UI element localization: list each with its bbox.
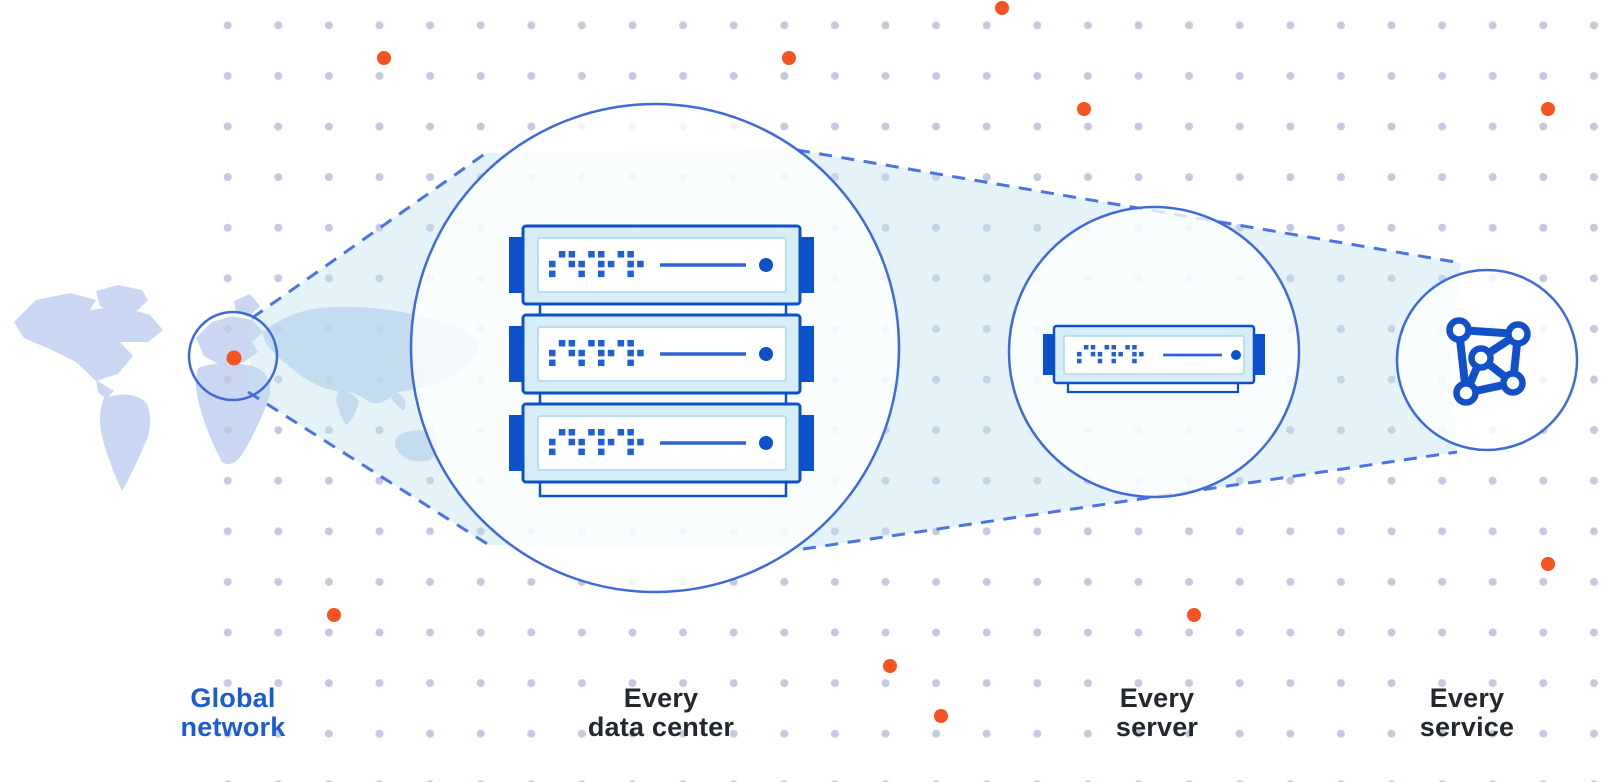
server-stack-icon <box>509 224 814 498</box>
server-power-dot <box>1231 350 1241 360</box>
server-power-dot <box>759 347 773 361</box>
accent-orange-dot <box>934 709 948 723</box>
label-line: Every <box>1119 683 1195 713</box>
accent-orange-dot <box>1187 608 1201 622</box>
network-node <box>1453 380 1479 406</box>
map-south-america <box>100 394 151 491</box>
accent-orange-dot <box>377 51 391 65</box>
label-line: Every <box>1429 683 1505 713</box>
server-unit-icon <box>509 402 814 484</box>
accent-dots <box>327 1 1555 723</box>
dashed-connectors <box>247 148 1462 551</box>
map-north-america <box>14 293 163 381</box>
label-every-service: Every service <box>1327 684 1607 742</box>
label-line: network <box>180 712 286 742</box>
server-side-tab <box>798 237 814 293</box>
accent-orange-dot <box>1077 102 1091 116</box>
server-unit-icon <box>509 224 814 306</box>
network-node <box>1468 345 1494 371</box>
server-led-matrix <box>549 251 644 278</box>
network-node <box>1505 321 1531 347</box>
dash-datacenter-to-service-bottom <box>802 450 1458 551</box>
map-central-america <box>96 380 114 399</box>
network-graph-icon <box>1446 317 1531 406</box>
label-every-data-center: Every data center <box>521 684 801 742</box>
network-node <box>1446 317 1472 343</box>
accent-orange-dot <box>1541 102 1555 116</box>
network-node <box>1500 370 1526 396</box>
server-side-tab <box>509 326 525 382</box>
location-dot-icon <box>226 350 242 366</box>
server-side-tab <box>798 415 814 471</box>
server-unit-icon <box>1043 324 1265 394</box>
server-side-tab <box>509 237 525 293</box>
label-line: service <box>1419 712 1515 742</box>
server-side-tab <box>798 326 814 382</box>
server-power-dot <box>759 258 773 272</box>
label-line: data center <box>587 712 735 742</box>
map-greenland <box>96 285 148 314</box>
accent-orange-dot <box>883 659 897 673</box>
accent-orange-dot <box>995 1 1009 15</box>
label-line: Every <box>623 683 699 713</box>
server-led-matrix <box>549 429 644 456</box>
label-global-network: Global network <box>93 684 373 742</box>
server-side-tab <box>509 415 525 471</box>
server-power-dot <box>759 436 773 450</box>
accent-orange-dot <box>327 608 341 622</box>
label-every-server: Every server <box>1017 684 1297 742</box>
accent-orange-dot <box>1541 557 1555 571</box>
accent-orange-dot <box>782 51 796 65</box>
label-line: server <box>1115 712 1199 742</box>
dash-global-to-datacenter-top <box>251 151 487 320</box>
label-line: Global <box>190 683 276 713</box>
server-led-matrix <box>1077 345 1144 364</box>
circle-global <box>187 310 279 402</box>
server-led-matrix <box>549 340 644 367</box>
dash-global-to-datacenter-bottom <box>247 390 490 547</box>
server-unit-icon <box>509 313 814 395</box>
